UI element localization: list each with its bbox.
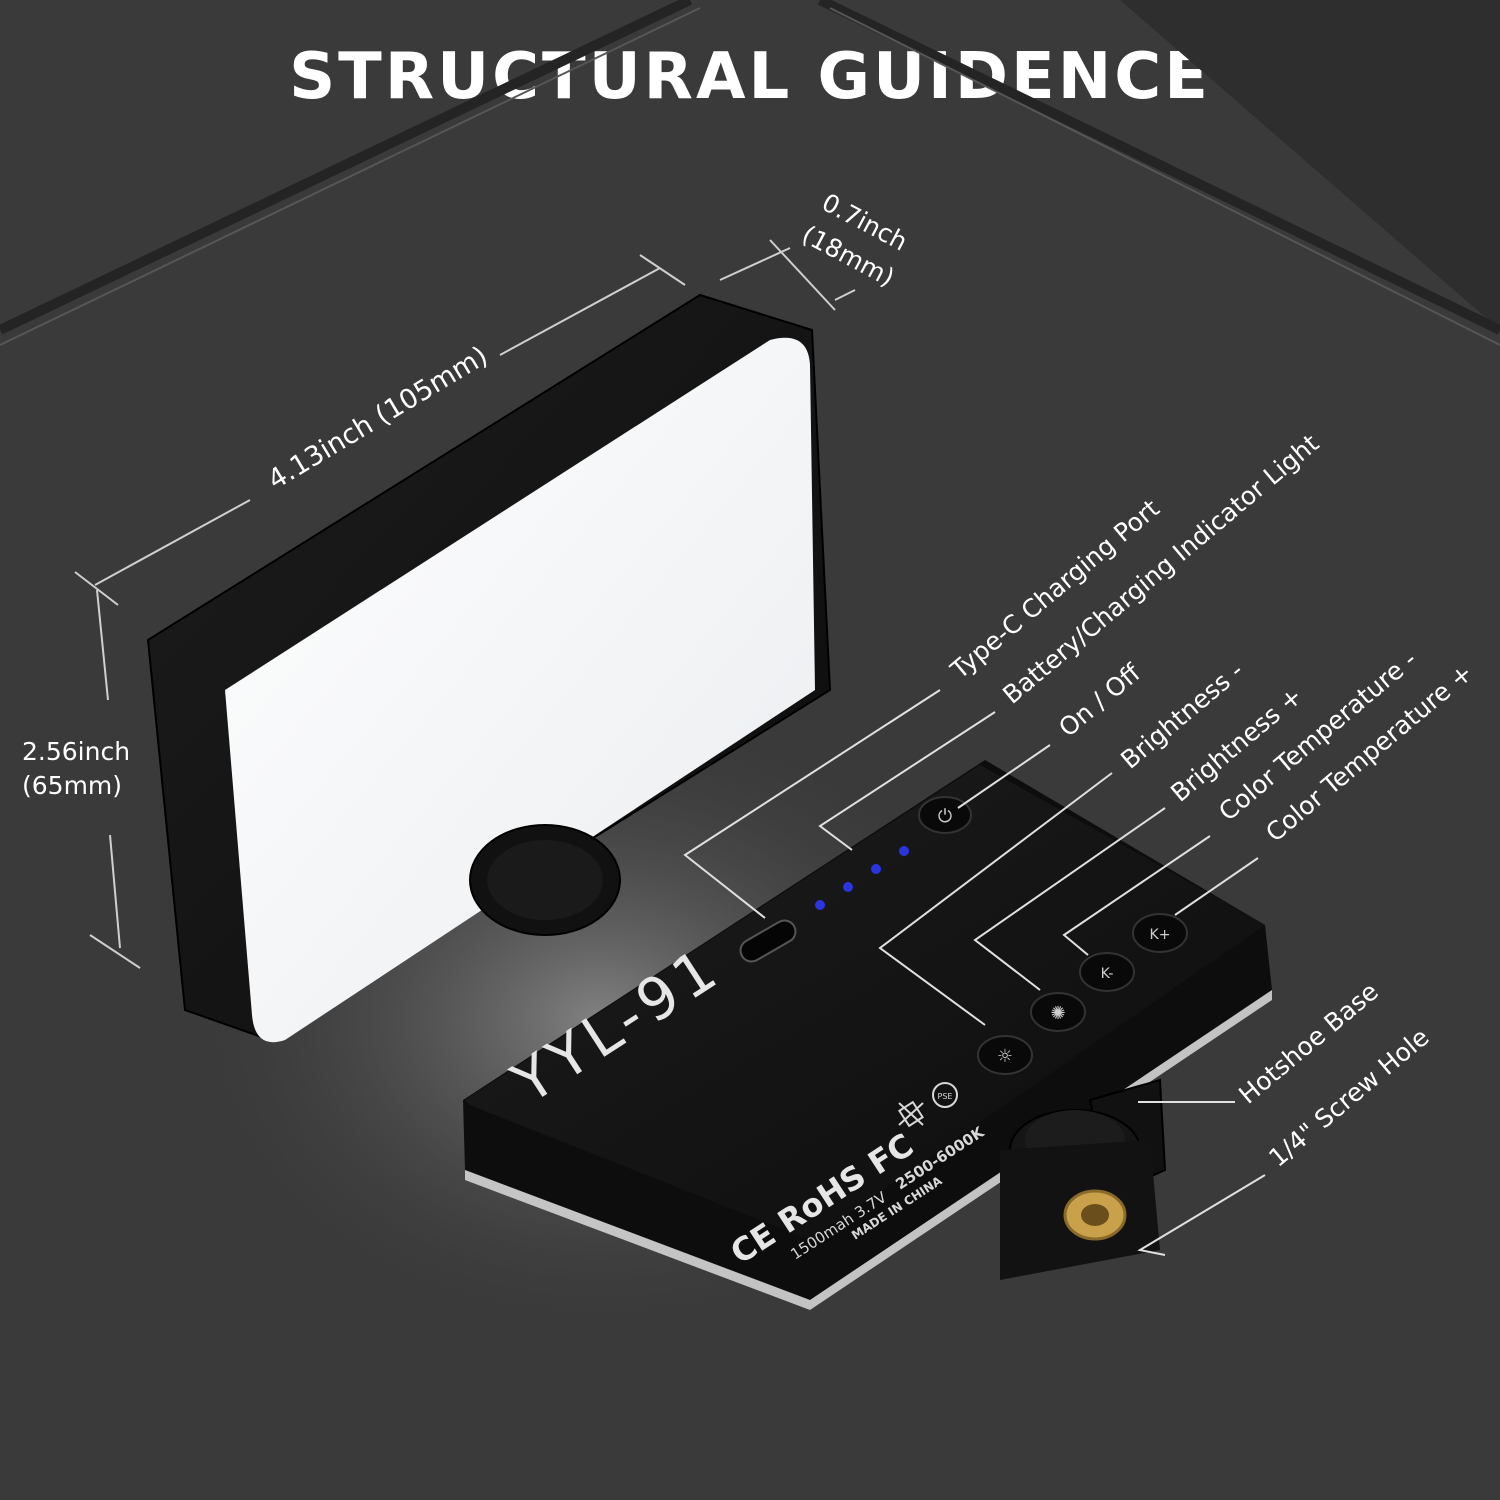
callout-leaders bbox=[683, 689, 1266, 1256]
svg-text:K-: K- bbox=[1101, 966, 1114, 982]
battery-led bbox=[843, 882, 853, 892]
height-mm-label: (65mm) bbox=[22, 771, 123, 800]
battery-led bbox=[815, 900, 825, 910]
brightness-down-button[interactable]: ☼ bbox=[977, 1035, 1033, 1075]
screw-hole bbox=[1063, 1189, 1127, 1241]
svg-text:✺: ✺ bbox=[1050, 1003, 1065, 1024]
led-panel bbox=[225, 337, 815, 1043]
dimension-lines bbox=[74, 239, 856, 969]
power-button[interactable]: ⏻ bbox=[918, 796, 972, 834]
callout-power: On / Off bbox=[1053, 658, 1146, 743]
battery-led bbox=[899, 846, 909, 856]
svg-text:⏻: ⏻ bbox=[938, 806, 952, 827]
color-temp-down-button[interactable]: K- bbox=[1079, 952, 1135, 992]
battery-indicator-leds bbox=[815, 846, 909, 910]
control-box: ⏻ ☼ ✺ K- K+ YYL-91 CE RoHS FC 1500mah 3.… bbox=[463, 760, 1272, 1310]
pse-mark: PSE bbox=[932, 1082, 958, 1108]
weee-bin-icon bbox=[898, 1100, 924, 1128]
rear-gear-knob bbox=[469, 824, 621, 936]
height-dimension-label: 2.56inch (65mm) bbox=[22, 735, 172, 803]
height-inch-label: 2.56inch bbox=[22, 737, 131, 766]
svg-text:☼: ☼ bbox=[997, 1046, 1013, 1067]
brightness-up-button[interactable]: ✺ bbox=[1030, 992, 1086, 1032]
type-c-port[interactable] bbox=[737, 916, 800, 965]
battery-led bbox=[871, 864, 881, 874]
light-panel-unit bbox=[146, 293, 832, 1043]
svg-text:PSE: PSE bbox=[938, 1092, 953, 1101]
color-temp-up-button[interactable]: K+ bbox=[1132, 913, 1188, 953]
page-title: STRUCTURAL GUIDENCE bbox=[289, 40, 1211, 114]
svg-text:K+: K+ bbox=[1150, 927, 1171, 943]
hotshoe-base bbox=[1000, 1078, 1167, 1280]
